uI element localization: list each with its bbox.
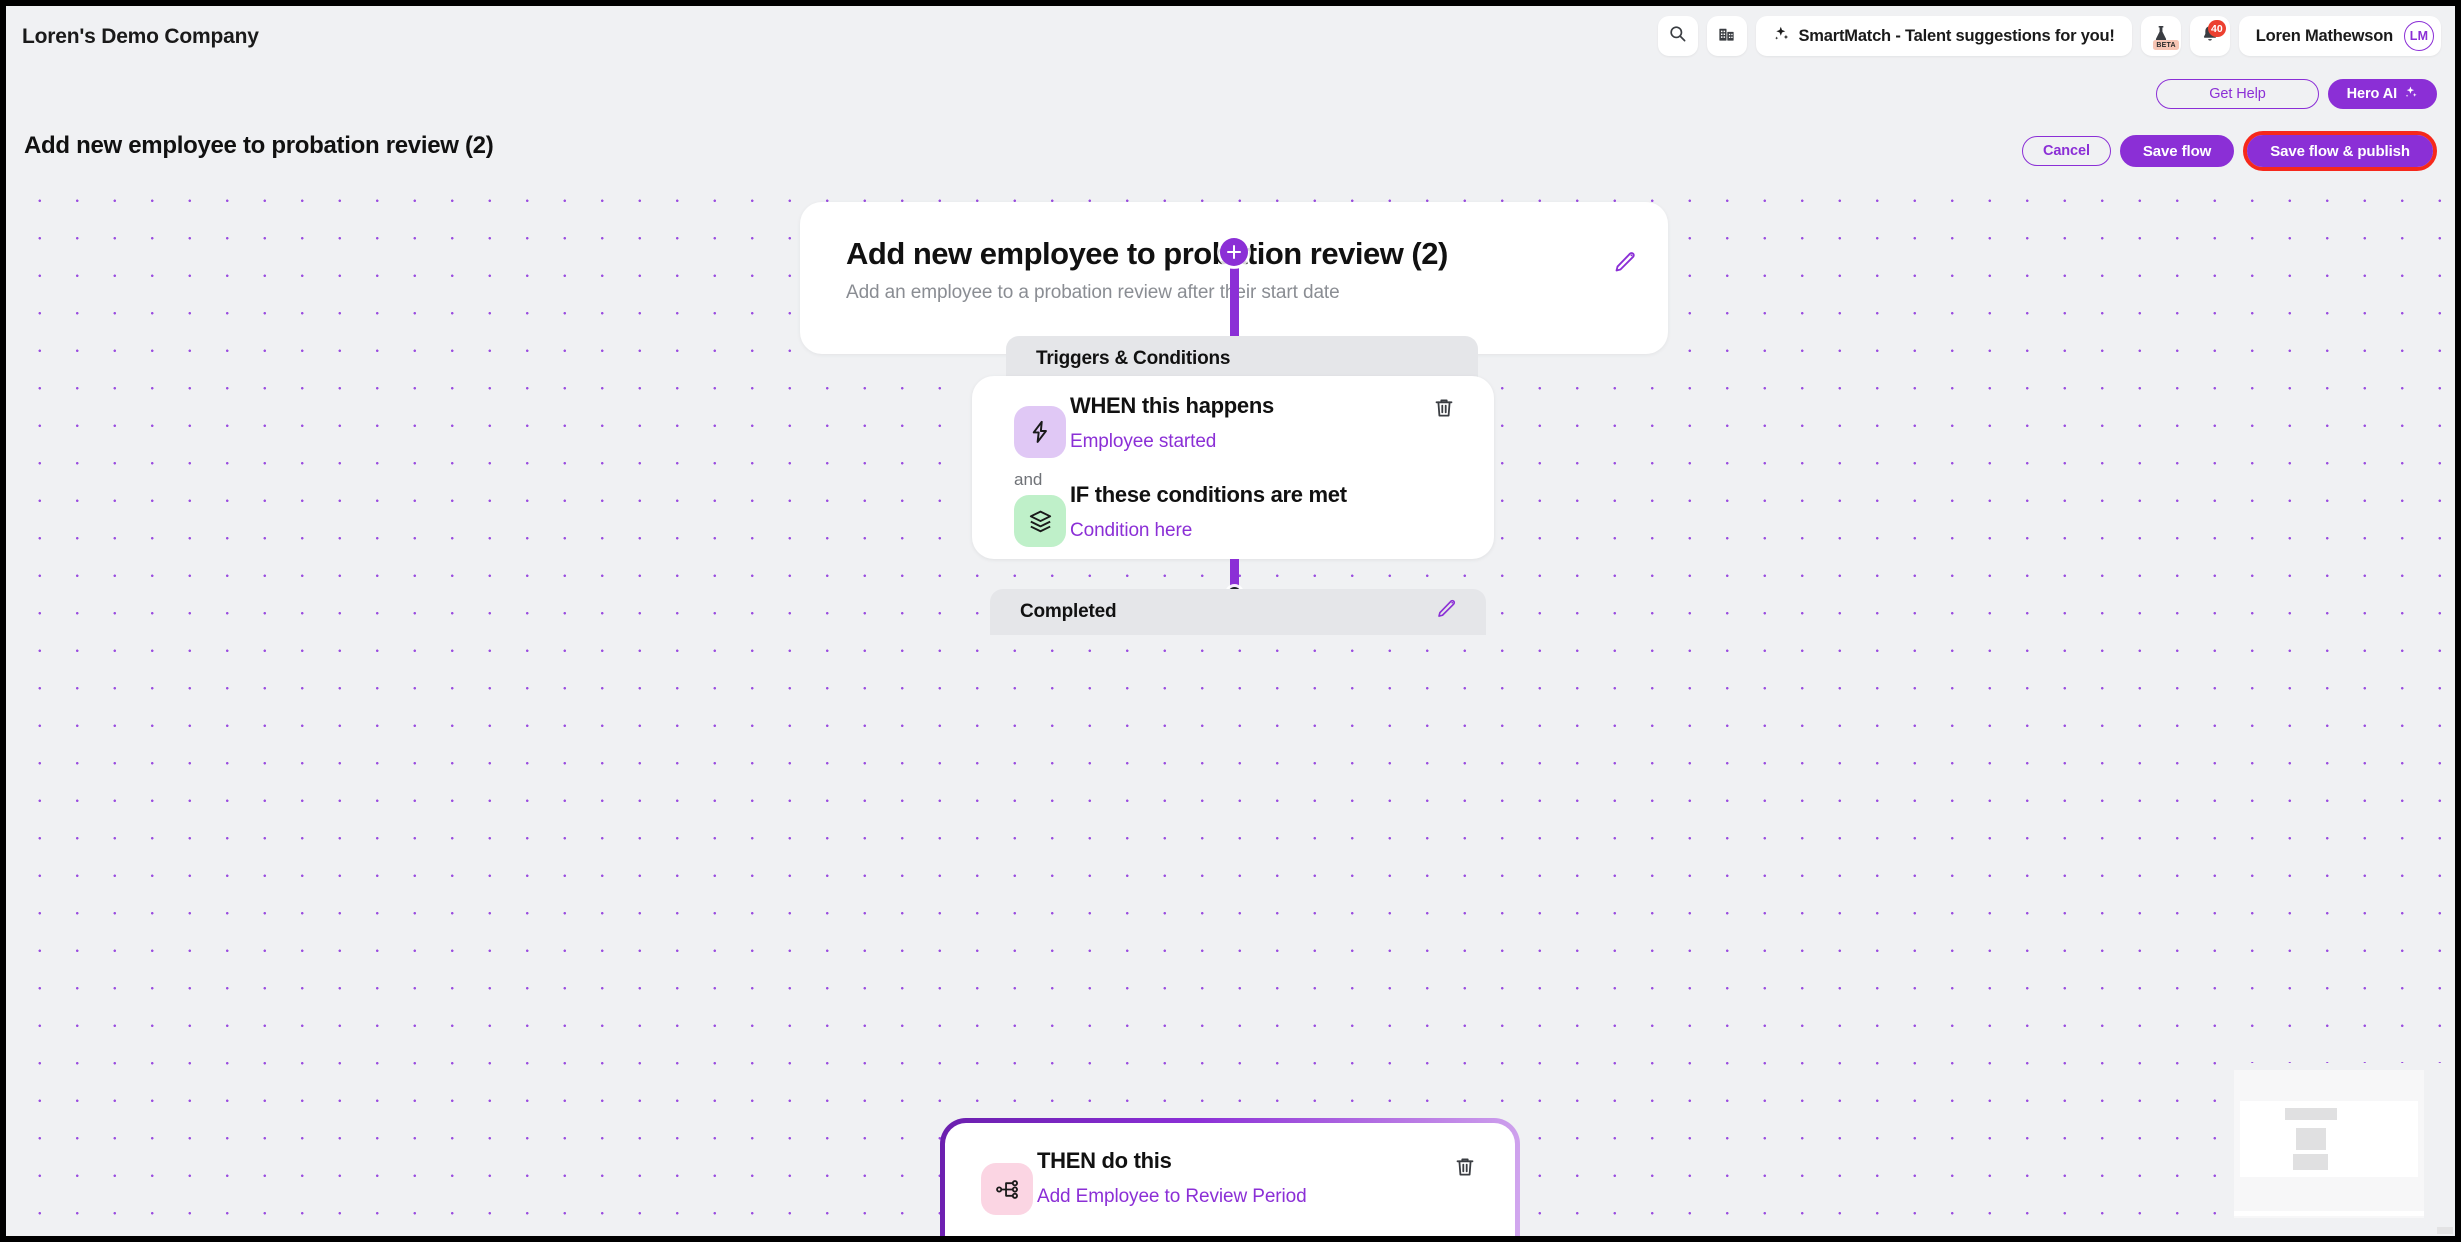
avatar: LM [2404, 21, 2434, 51]
minimap-viewport [2234, 1070, 2424, 1218]
trigger-row-if[interactable]: IF these conditions are met Condition he… [1014, 482, 1454, 547]
hero-ai-label: Hero AI [2346, 86, 2397, 102]
minimap-footer [2234, 1211, 2424, 1216]
save-flow-and-publish-button[interactable]: Save flow & publish [2247, 135, 2433, 167]
save-flow-button[interactable]: Save flow [2119, 135, 2235, 167]
edit-section-button[interactable] [1435, 598, 1458, 626]
hero-ai-button[interactable]: Hero AI [2327, 79, 2437, 109]
connector-line-2 [1230, 559, 1239, 594]
then-do-this-card[interactable]: THEN do this Add Employee to Review Peri… [945, 1123, 1515, 1236]
triggers-conditions-card[interactable]: WHEN this happens Employee started and [972, 376, 1494, 559]
company-switcher-button[interactable] [1706, 16, 1747, 56]
minimap-resize-handle[interactable] [2437, 1227, 2453, 1234]
cancel-button[interactable]: Cancel [2021, 136, 2111, 166]
trigger-when-heading: WHEN this happens [1070, 393, 1274, 418]
pencil-icon [1612, 252, 1638, 280]
flow-card-title: Add new employee to probation review (2) [846, 236, 1448, 271]
minimap[interactable] [2218, 1063, 2455, 1236]
notifications-button[interactable]: 40 [2189, 16, 2230, 56]
minimap-node [2296, 1128, 2326, 1150]
pencil-icon [1435, 598, 1458, 626]
flow-title-card[interactable]: Add new employee to probation review (2)… [800, 202, 1668, 354]
trigger-if-value[interactable]: Condition here [1070, 520, 1193, 542]
action-then-value[interactable]: Add Employee to Review Period [1037, 1186, 1307, 1208]
search-icon [1668, 24, 1687, 48]
add-node-button-top[interactable] [1220, 238, 1248, 266]
minimap-panel [2240, 1101, 2418, 1177]
delete-trigger-button[interactable] [1432, 396, 1456, 425]
trigger-row-when[interactable]: WHEN this happens Employee started [1014, 393, 1454, 458]
minimap-node [2285, 1108, 2337, 1120]
section-tab-triggers-label: Triggers & Conditions [1036, 348, 1231, 369]
section-tab-triggers[interactable]: Triggers & Conditions [1006, 336, 1478, 382]
completed-action-card-highlight: THEN do this Add Employee to Review Peri… [940, 1118, 1520, 1236]
connector-line-1 [1230, 268, 1239, 380]
user-menu-button[interactable]: Loren Mathewson LM [2238, 16, 2441, 56]
labs-beta-button[interactable]: BETA [2140, 16, 2181, 56]
flow-canvas[interactable]: Add new employee to probation review (2)… [6, 172, 2455, 1236]
flask-icon [2151, 24, 2171, 49]
section-tab-completed[interactable]: Completed [990, 589, 1486, 635]
condition-joiner-label: and [1014, 470, 1043, 489]
section-tab-completed-label: Completed [1020, 601, 1117, 622]
layers-icon [1014, 495, 1066, 547]
smartmatch-banner-button[interactable]: SmartMatch - Talent suggestions for you! [1755, 16, 2132, 56]
action-then-heading: THEN do this [1037, 1148, 1172, 1173]
trigger-when-text: WHEN this happens Employee started [1070, 393, 1274, 453]
delete-action-button[interactable] [1453, 1155, 1477, 1184]
smartmatch-label: SmartMatch - Talent suggestions for you! [1798, 26, 2115, 45]
trigger-if-text: IF these conditions are met Condition he… [1070, 482, 1347, 542]
user-name: Loren Mathewson [2255, 26, 2393, 45]
header-tools: SmartMatch - Talent suggestions for you!… [1657, 16, 2441, 56]
app-root: Loren's Demo Company [6, 6, 2455, 1236]
action-then-text: THEN do this Add Employee to Review Peri… [1037, 1148, 1307, 1208]
building-icon [1717, 24, 1736, 48]
search-button[interactable] [1657, 16, 1698, 56]
action-row-then[interactable]: THEN do this Add Employee to Review Peri… [981, 1148, 1451, 1215]
primary-action-row: Cancel Save flow Save flow & publish [2021, 131, 2437, 171]
page-title: Add new employee to probation review (2) [24, 132, 494, 159]
flow-card-subtitle: Add an employee to a probation review af… [846, 282, 1340, 303]
top-header-bar: Loren's Demo Company [6, 6, 2455, 74]
notification-count-badge: 40 [2208, 20, 2226, 37]
lightning-bolt-icon [1014, 406, 1066, 458]
sparkle-icon [1773, 25, 1790, 47]
trigger-if-heading: IF these conditions are met [1070, 482, 1347, 507]
secondary-action-row: Get Help Hero AI [2156, 79, 2437, 109]
company-name: Loren's Demo Company [22, 25, 259, 48]
get-help-button[interactable]: Get Help [2156, 79, 2319, 109]
minimap-node [2293, 1154, 2328, 1170]
edit-flow-details-button[interactable] [1612, 250, 1638, 281]
workflow-branch-icon [981, 1163, 1033, 1215]
trigger-when-value[interactable]: Employee started [1070, 431, 1217, 453]
save-and-publish-highlight: Save flow & publish [2243, 131, 2437, 171]
beta-badge: BETA [2153, 40, 2179, 50]
page-header: Add new employee to probation review (2)… [6, 116, 2455, 172]
sparkle-icon [2404, 85, 2418, 103]
